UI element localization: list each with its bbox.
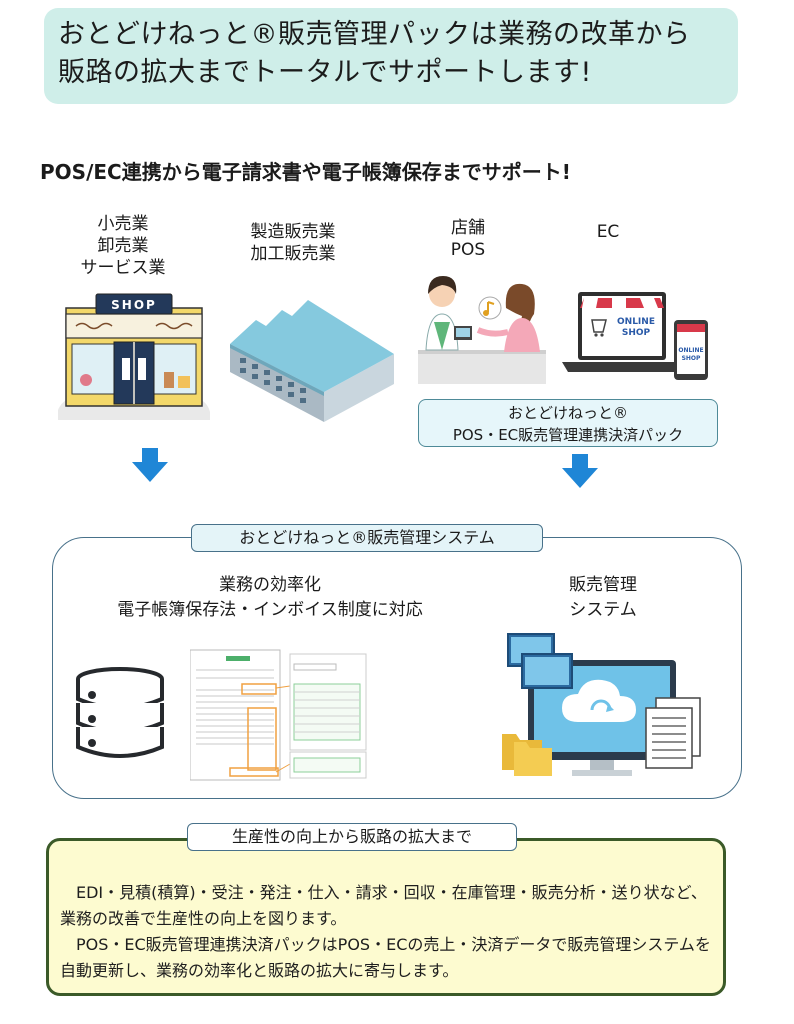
category-store-line: 店舗 [451, 218, 485, 238]
category-retail-line: 卸売業 [97, 236, 149, 256]
invoice-document-icon [190, 649, 367, 781]
category-retail-line: 小売業 [97, 214, 149, 234]
online-shop-phone-line: ONLINE [678, 347, 703, 354]
summary-paragraph-2: POS・EC販売管理連携決済パックはPOS・ECの売上・決済データで販売管理シス… [60, 935, 711, 980]
summary-paragraph-1: EDI・見積(積算)・受注・発注・仕入・請求・回収・在庫管理・販売分析・送り状な… [60, 883, 707, 928]
summary-tab-label: 生産性の向上から販路の拡大まで [187, 823, 517, 851]
sales-system-text: 販売管理 システム [538, 573, 668, 623]
category-ec-line: EC [596, 222, 620, 242]
down-arrow-icon [132, 448, 168, 482]
support-title: POS/EC連携から電子請求書や電子帳簿保存までサポート! [40, 160, 571, 184]
cloud-computer-icon [502, 633, 701, 776]
system-tab-label: おとどけねっと®販売管理システム [191, 524, 543, 552]
pos-ec-pack-box: おとどけねっと® POS・EC販売管理連携決済パック [418, 399, 718, 447]
category-retail: 小売業 卸売業 サービス業 [58, 213, 188, 279]
online-shop-laptop-line: ONLINE [617, 317, 655, 327]
category-manufacturing: 製造販売業 加工販売業 [228, 221, 358, 265]
sales-system-line-2: システム [569, 600, 637, 620]
online-shop-laptop-line: SHOP [622, 328, 651, 338]
sales-system-line-1: 販売管理 [569, 575, 637, 595]
factory-icon [230, 300, 394, 422]
category-manufacturing-line: 加工販売業 [250, 244, 336, 264]
pack-box-line-1: おとどけねっと® [507, 404, 628, 422]
pack-box-line-2: POS・EC販売管理連携決済パック [452, 426, 684, 444]
summary-box [46, 838, 726, 996]
category-ec: EC [568, 221, 648, 243]
pos-checkout-icon [418, 276, 546, 384]
summary-body: EDI・見積(積算)・受注・発注・仕入・請求・回収・在庫管理・販売分析・送り状な… [60, 880, 720, 984]
efficiency-line-1: 業務の効率化 [219, 575, 321, 595]
headline-banner [44, 8, 738, 104]
online-shop-phone-line: SHOP [682, 355, 701, 362]
shop-icon: SHOP [58, 293, 210, 420]
headline-text: おとどけねっと®販売管理パックは業務の改革から 販路の拡大までトータルでサポート… [58, 16, 728, 92]
database-icon [76, 667, 164, 758]
category-retail-line: サービス業 [80, 258, 166, 278]
efficiency-line-2: 電子帳簿保存法・インボイス制度に対応 [117, 600, 423, 620]
headline-line-2: 販路の拡大までトータルでサポートします! [58, 57, 592, 88]
shop-sign-text: SHOP [111, 298, 157, 312]
category-store-pos: 店舗 POS [418, 217, 518, 261]
category-store-line: POS [450, 240, 486, 260]
efficiency-text: 業務の効率化 電子帳簿保存法・インボイス制度に対応 [70, 573, 470, 623]
category-manufacturing-line: 製造販売業 [250, 222, 336, 242]
down-arrow-icon [562, 454, 598, 488]
online-shop-icon: ONLINE SHOP ONLINE SHOP [562, 292, 708, 380]
headline-line-1: おとどけねっと®販売管理パックは業務の改革から [58, 19, 691, 50]
